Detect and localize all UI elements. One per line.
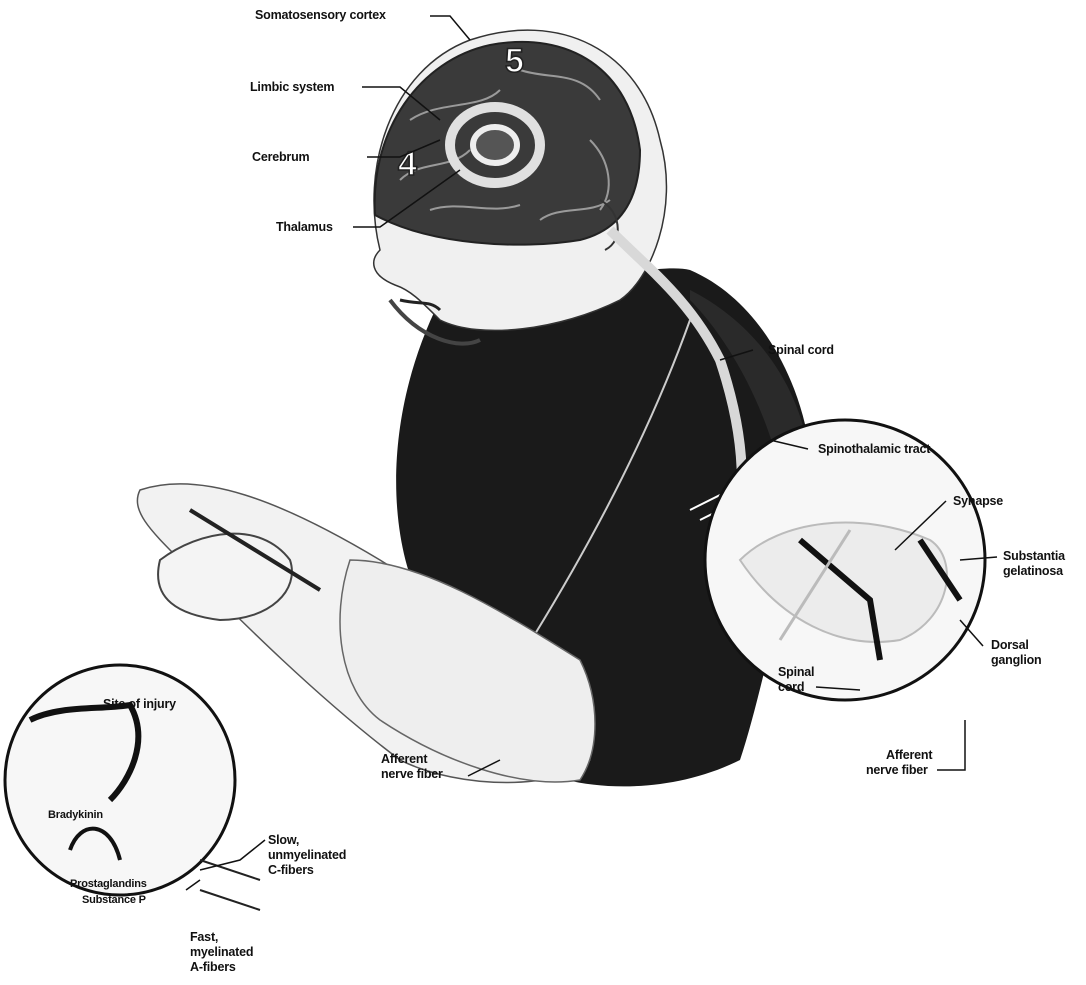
label-fast-line3: A-fibers bbox=[190, 960, 253, 975]
label-substantia-line2: gelatinosa bbox=[1003, 564, 1065, 579]
label-afferent-inset-line2: nerve fiber bbox=[866, 763, 932, 778]
label-somatosensory-cortex: Somatosensory cortex bbox=[255, 8, 386, 23]
label-slow-line1: Slow, bbox=[268, 833, 346, 848]
label-afferent-nerve-fiber-inset: Afferent nerve fiber bbox=[866, 748, 932, 778]
label-slow-fibers: Slow, unmyelinated C-fibers bbox=[268, 833, 346, 878]
label-cerebrum: Cerebrum bbox=[252, 150, 309, 165]
label-substance-p: Substance P bbox=[82, 893, 146, 908]
label-fast-line1: Fast, bbox=[190, 930, 253, 945]
label-substantia-line1: Substantia bbox=[1003, 549, 1065, 564]
label-fast-fibers: Fast, myelinated A-fibers bbox=[190, 930, 253, 975]
label-dorsal-line1: Dorsal bbox=[991, 638, 1041, 653]
label-fast-line2: myelinated bbox=[190, 945, 253, 960]
label-site-of-injury: Site of injury bbox=[103, 697, 176, 712]
label-thalamus: Thalamus bbox=[276, 220, 333, 235]
label-spinal-cord-inset: Spinal cord bbox=[778, 665, 814, 695]
label-slow-line3: C-fibers bbox=[268, 863, 346, 878]
label-synapse: Synapse bbox=[953, 494, 1003, 509]
label-slow-line2: unmyelinated bbox=[268, 848, 346, 863]
label-dorsal-line2: ganglion bbox=[991, 653, 1041, 668]
label-prostaglandins: Prostaglandins bbox=[70, 877, 147, 892]
thalamus-ring bbox=[473, 127, 517, 163]
label-substantia-gelatinosa: Substantia gelatinosa bbox=[1003, 549, 1065, 579]
label-limbic-system: Limbic system bbox=[250, 80, 334, 95]
label-spinal-cord: Spinal cord bbox=[768, 343, 834, 358]
label-dorsal-ganglion: Dorsal ganglion bbox=[991, 638, 1041, 668]
label-spinothalamic-tract: Spinothalamic tract bbox=[818, 442, 930, 457]
label-afferent-inset-line1: Afferent bbox=[866, 748, 932, 763]
label-afferent-nerve-fiber-arm: Afferent nerve fiber bbox=[381, 752, 443, 782]
label-bradykinin: Bradykinin bbox=[48, 808, 103, 823]
label-afferent-arm-line1: Afferent bbox=[381, 752, 443, 767]
step-number-5: 5 bbox=[505, 42, 524, 80]
label-afferent-arm-line2: nerve fiber bbox=[381, 767, 443, 782]
label-spinal-inset-line1: Spinal bbox=[778, 665, 814, 680]
label-spinal-inset-line2: cord bbox=[778, 680, 814, 695]
